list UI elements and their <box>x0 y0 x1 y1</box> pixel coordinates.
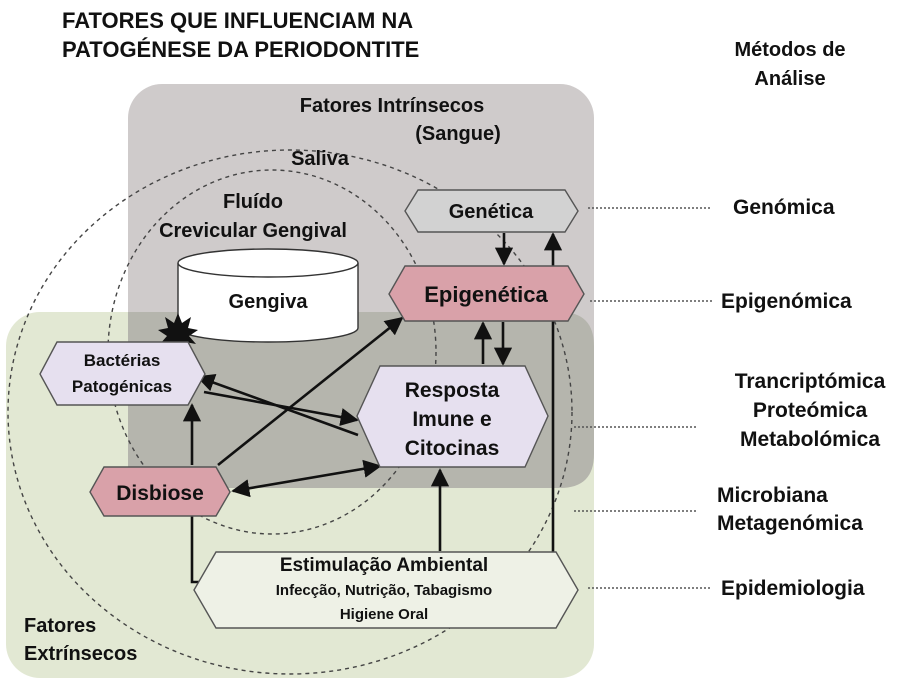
method-genomica: Genómica <box>733 196 835 219</box>
gcf-boundary <box>107 169 437 535</box>
gcf-label-line1: Fluído <box>223 191 283 213</box>
genetica-label: Genética <box>449 201 534 223</box>
disbiose-label: Disbiose <box>116 482 204 505</box>
methods-header-line1: Métodos de <box>734 39 845 61</box>
bacterias-label-line1: Bactérias <box>84 351 161 370</box>
method-epigenomica: Epigenómica <box>721 290 852 313</box>
method-micro-line2: Metagenómica <box>717 512 863 535</box>
method-micro-line1: Microbiana <box>717 484 828 507</box>
node-epigenetica <box>388 265 585 322</box>
method-omics-line2: Proteómica <box>753 399 868 422</box>
resposta-label-line2: Imune e <box>412 408 491 431</box>
intrinsic-label-line1: Fatores Intrínsecos <box>300 95 485 117</box>
arrow-disbiose-epigenetica <box>217 316 404 467</box>
saliva-boundary <box>7 149 573 675</box>
extrinsic-label-line2: Extrínsecos <box>24 643 137 665</box>
gengiva-cylinder <box>177 248 359 343</box>
ambiental-label-line1: Estimulação Ambiental <box>280 555 488 576</box>
resposta-label-line3: Citocinas <box>405 437 500 460</box>
epigenetica-label: Epigenética <box>424 282 548 307</box>
node-genetica <box>404 189 579 233</box>
node-resposta <box>356 365 549 468</box>
method-epidemiologia: Epidemiologia <box>721 577 865 600</box>
title-line1: FATORES QUE INFLUENCIAM NA <box>62 8 413 33</box>
connections <box>182 232 563 584</box>
ambiental-label-line2: Infecção, Nutrição, Tabagismo <box>276 582 492 599</box>
star-burst-icon <box>158 313 198 353</box>
arrow-resposta-disbiose <box>231 459 382 498</box>
gcf-label-line2: Crevicular Gengival <box>159 220 347 242</box>
ambiental-label-line3: Higiene Oral <box>340 606 428 623</box>
node-ambiental <box>193 551 579 629</box>
method-connectors <box>574 207 712 589</box>
methods-header-line2: Análise <box>754 68 825 90</box>
extrinsic-label-line1: Fatores <box>24 615 96 637</box>
saliva-label: Saliva <box>291 148 350 170</box>
method-omics-line3: Metabolómica <box>740 428 880 451</box>
title-line2: PATOGÉNESE DA PERIODONTITE <box>62 37 419 62</box>
arrow-bacterias-resposta <box>203 390 359 427</box>
node-bacterias <box>39 341 206 406</box>
node-disbiose <box>89 466 231 517</box>
resposta-label-line1: Resposta <box>405 379 500 402</box>
method-omics-line1: Trancriptómica <box>735 370 886 393</box>
intrinsic-label-line2: (Sangue) <box>415 123 501 145</box>
bacterias-label-line2: Patogénicas <box>72 377 172 396</box>
gengiva-label: Gengiva <box>229 291 309 313</box>
